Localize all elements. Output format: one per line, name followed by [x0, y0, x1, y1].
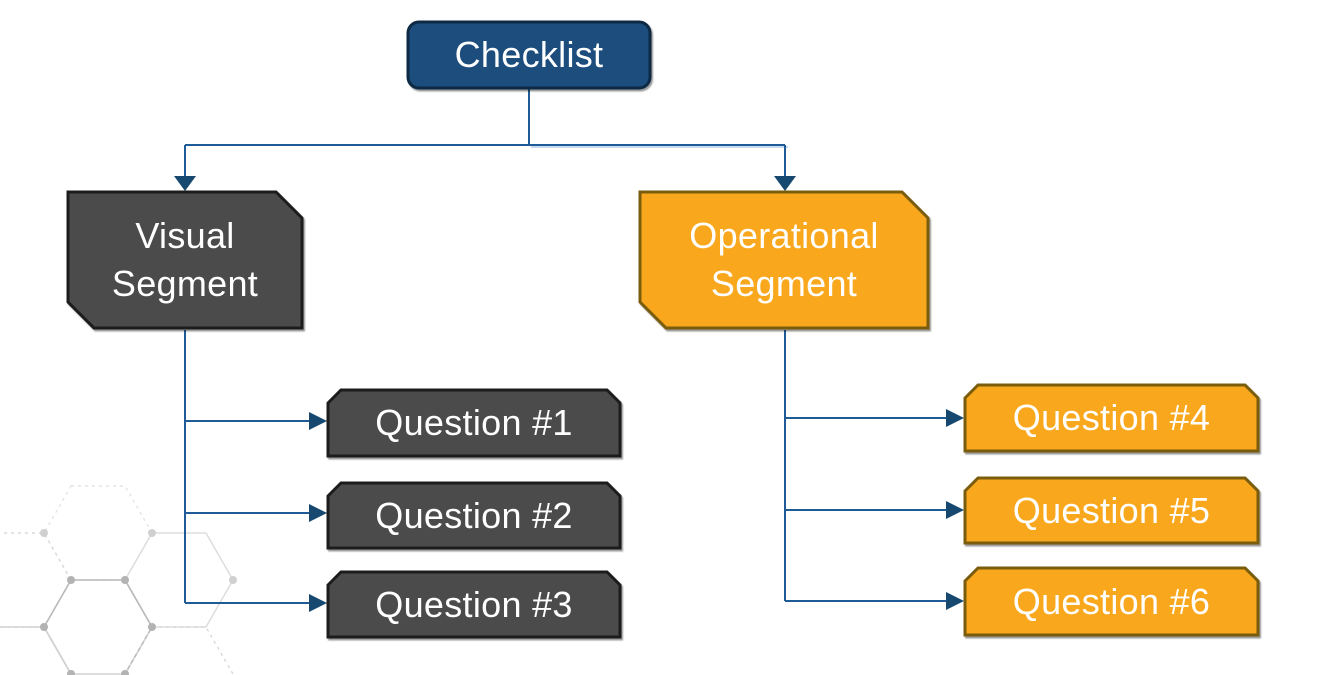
visual-segment-node-shape: [66, 190, 304, 330]
arrow-right-q4-icon: [946, 409, 964, 427]
hexagon-pattern-decoration: [0, 485, 237, 675]
question-2-node-shape: [326, 481, 622, 550]
diagram-nodes: [66, 20, 1260, 639]
question-5-node-shape: [963, 476, 1260, 545]
arrow-down-operational-icon: [774, 176, 796, 191]
connector-arrowheads: [174, 176, 964, 612]
question-4-node-shape: [963, 383, 1260, 453]
question-6-node-shape: [963, 566, 1260, 637]
arrow-right-q5-icon: [946, 501, 964, 519]
checklist-node-shape: [406, 20, 652, 90]
operational-segment-node-shape: [638, 190, 930, 330]
arrow-right-q2-icon: [309, 504, 327, 522]
question-1-node-shape: [326, 388, 622, 458]
arrow-down-visual-icon: [174, 176, 196, 191]
arrow-right-q3-icon: [309, 594, 327, 612]
connector-lines: [184, 89, 947, 604]
arrow-right-q1-icon: [309, 412, 327, 430]
question-3-node-shape: [326, 570, 622, 639]
arrow-right-q6-icon: [946, 592, 964, 610]
